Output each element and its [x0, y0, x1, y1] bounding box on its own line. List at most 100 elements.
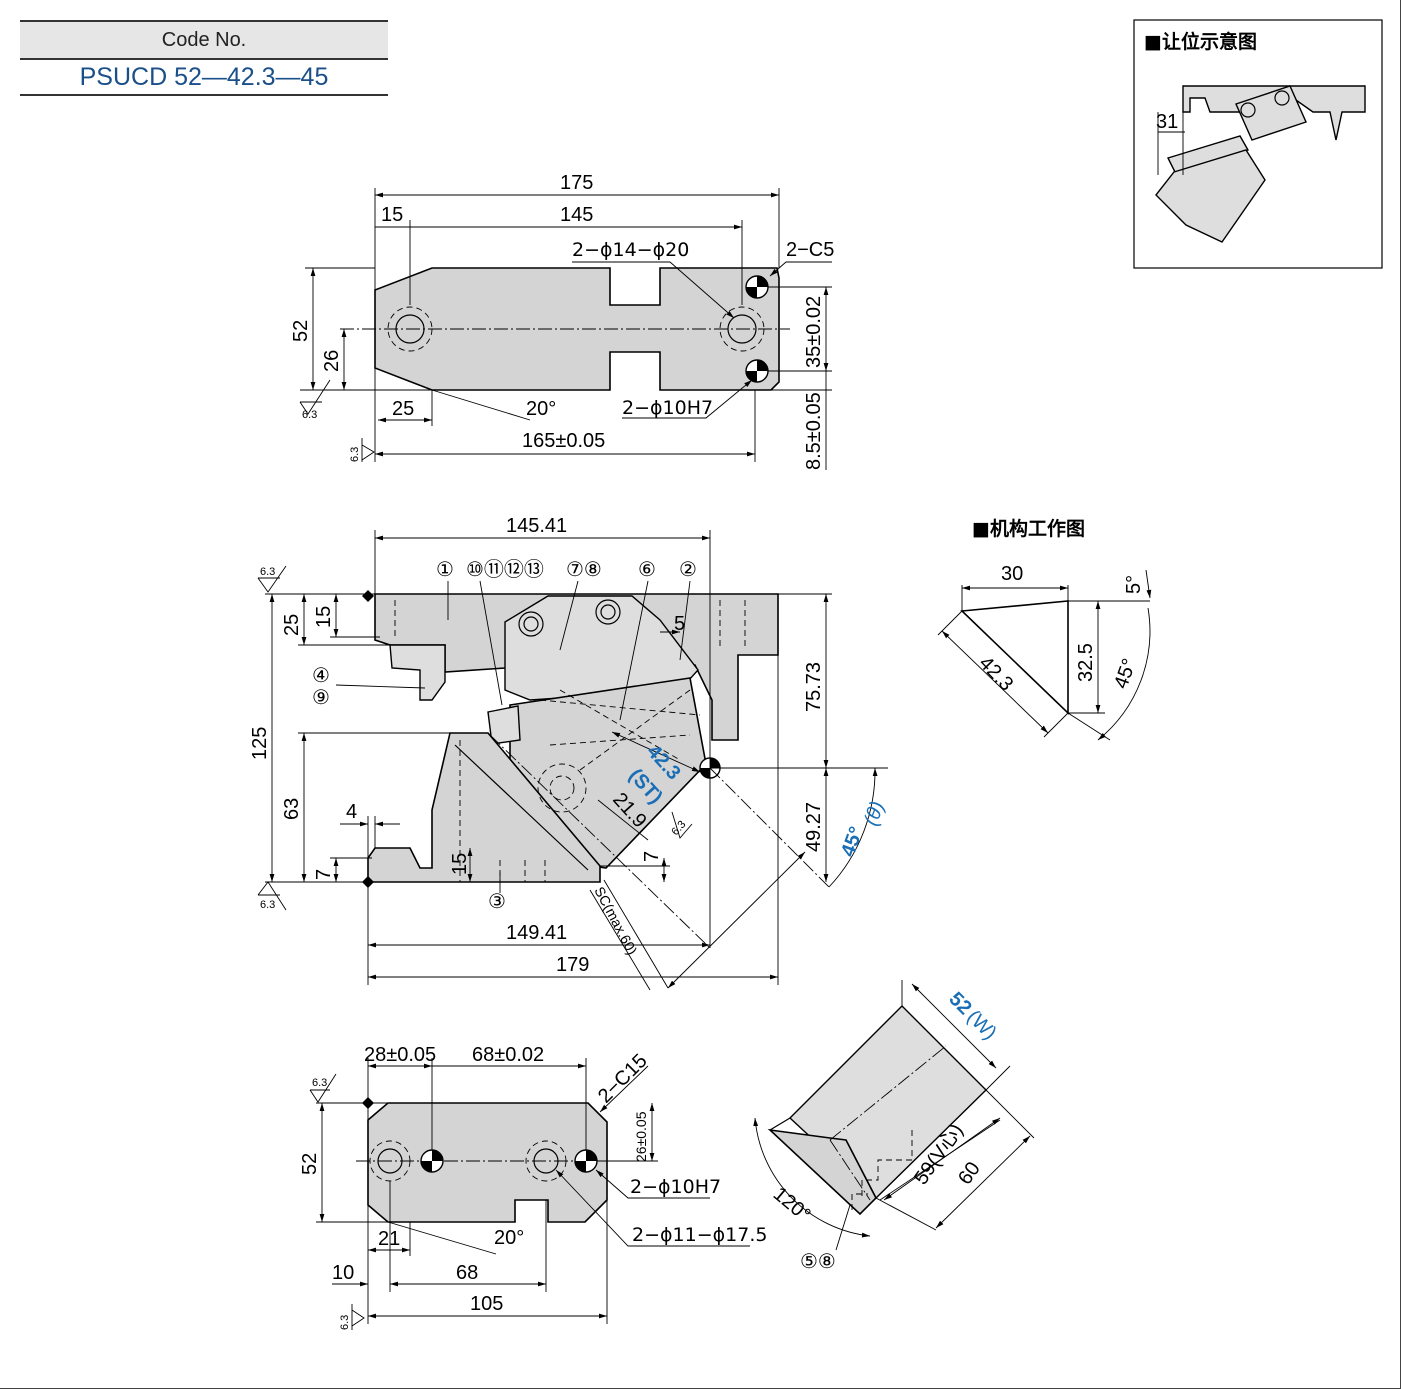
dim-52: 52: [290, 320, 312, 342]
clearance-title: ■让位示意图: [1144, 30, 1257, 53]
front-hole-2: [595, 599, 621, 625]
roughness-symbol-top-1: 6.3: [299, 379, 331, 421]
mech-angle-45: 45°: [1110, 656, 1141, 692]
angle-20: 20°: [526, 398, 556, 420]
svg-text:6.3: 6.3: [302, 409, 317, 421]
balloon-6: ⑥: [638, 557, 656, 581]
dim-5: 5: [674, 613, 685, 635]
dim-49-27: 49.27: [803, 802, 825, 852]
dim-25-front: 25: [281, 614, 303, 636]
dim-4: 4: [346, 801, 357, 823]
dim-75-73: 75.73: [803, 662, 825, 712]
dim-26-bottom: 26±0.05: [633, 1111, 649, 1162]
balloon-7-8: ⑦⑧: [566, 557, 602, 581]
roughness-symbol-slider: 6.3: [669, 811, 693, 839]
top-pin-upper: [745, 275, 769, 299]
code-number-value: PSUCD 52—42.3—45: [20, 60, 388, 96]
bottom-hole-right: [533, 1148, 559, 1174]
mechanism-triangle: [960, 600, 1069, 715]
dim-68: 68: [456, 1262, 478, 1284]
iso-width-label: (W): [962, 1006, 1000, 1044]
dim-26: 26: [321, 350, 343, 372]
front-link-plate: [504, 595, 699, 701]
balloon-10-13: ⑩⑪⑫⑬: [466, 557, 544, 581]
dim-179: 179: [556, 954, 589, 976]
front-view: ① ⑩⑪⑫⑬ ⑦⑧ ⑥ ② ④ ⑨ ③ 145.41 125: [249, 515, 889, 991]
dim-35: 35±0.02: [803, 296, 825, 368]
roughness-symbol-front-2: 6.3: [257, 881, 287, 911]
roughness-symbol-bottom-2: 6.3: [339, 1304, 365, 1330]
balloon-9: ⑨: [312, 685, 330, 709]
bottom-angle-20: 20°: [494, 1227, 524, 1249]
iso-angle-120: 120°: [769, 1183, 815, 1226]
roughness-symbol-bottom-1: 6.3: [309, 1073, 337, 1103]
bottom-hole-left: [377, 1148, 403, 1174]
balloon-4: ④: [312, 663, 330, 687]
balloon-3: ③: [488, 889, 506, 913]
mech-dim-32-5: 32.5: [1075, 643, 1097, 682]
dim-8-5: 8.5±0.05: [803, 392, 825, 470]
dim-15-front: 15: [313, 606, 335, 628]
angle-45: 45°: [837, 824, 868, 860]
svg-text:6.3: 6.3: [312, 1077, 327, 1089]
chamfer-c15: 2−C15: [594, 1050, 652, 1108]
roughness-symbol-front-1: 6.3: [257, 565, 287, 593]
clearance-inset: ■让位示意图 31: [1133, 19, 1383, 269]
dim-63: 63: [281, 798, 303, 820]
dim-7: 7: [313, 869, 335, 880]
angle-theta: (θ): [860, 798, 889, 828]
mech-angle-5: 5°: [1123, 575, 1145, 594]
dim-15: 15: [381, 204, 403, 226]
top-hole-right: [727, 314, 757, 344]
dim-105: 105: [470, 1293, 503, 1315]
inset-hole-1: [1240, 102, 1256, 118]
dim-7-right: 7: [641, 851, 663, 862]
balloon-1: ①: [436, 557, 454, 581]
sc-label: SC(max.60): [591, 884, 640, 957]
balloon-5-8: ⑤⑧: [800, 1249, 836, 1273]
dim-68-a: 68±0.02: [472, 1044, 544, 1066]
datum-mark-bottom: [362, 876, 374, 888]
holes-label: 2−ϕ14−ϕ20: [572, 239, 689, 261]
svg-text:6.3: 6.3: [669, 819, 688, 838]
dim-15-low: 15: [449, 853, 471, 875]
dim-149-41: 149.41: [506, 922, 567, 944]
pins-label: 2−ϕ10H7: [622, 397, 713, 419]
dim-21: 21: [378, 1228, 400, 1250]
dim-175: 175: [560, 172, 593, 194]
svg-text:6.3: 6.3: [260, 899, 275, 911]
top-hole-left: [395, 314, 425, 344]
dim-25: 25: [392, 398, 414, 420]
top-pin-lower: [745, 359, 769, 383]
front-hole-1: [518, 611, 544, 637]
front-stopper: [389, 644, 446, 701]
inset-hole-2: [1274, 90, 1290, 106]
datum-mark-top: [362, 590, 374, 602]
svg-text:6.3: 6.3: [349, 447, 361, 462]
balloon-2: ②: [679, 557, 697, 581]
inset-frame: [1133, 19, 1383, 269]
dim-10: 10: [332, 1262, 354, 1284]
inset-punch-bar: [1167, 135, 1250, 173]
dim-125: 125: [249, 727, 271, 760]
top-cbore-left: [387, 306, 433, 352]
bottom-pin-left: [420, 1149, 444, 1173]
mechanism-inset: ■机构工作图 30 32.5 42.3 45° 5°: [937, 517, 1152, 741]
top-view: 175 15 145 2−ϕ14−ϕ20 2−C5 52 26 35±0.02 …: [290, 172, 834, 470]
chamfer-label: 2−C5: [786, 239, 834, 261]
roughness-symbol-top-2: 6.3: [349, 438, 375, 462]
dim-145-41: 145.41: [506, 515, 567, 537]
bottom-holes-label: 2−ϕ11−ϕ17.5: [632, 1224, 767, 1246]
bottom-view: 28±0.05 68±0.02 2−C15 52 26±0.05 2−ϕ10H7…: [299, 1044, 767, 1330]
bottom-plate: [367, 1102, 608, 1223]
code-number-box: Code No. PSUCD 52—42.3—45: [20, 20, 388, 96]
svg-text:6.3: 6.3: [260, 566, 275, 578]
front-guide-key: [487, 705, 521, 745]
bottom-pins-label: 2−ϕ10H7: [630, 1176, 721, 1198]
front-cam-driver: [367, 732, 601, 883]
dim-52-bottom: 52: [299, 1153, 321, 1175]
mech-dim-30: 30: [1001, 563, 1023, 585]
bottom-pin-right: [574, 1149, 598, 1173]
